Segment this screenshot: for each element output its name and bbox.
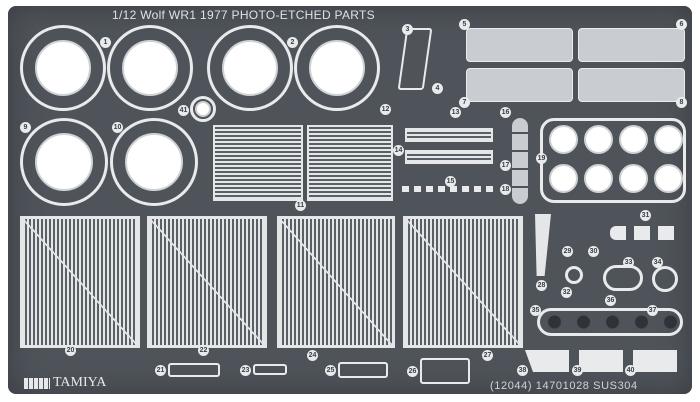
tiny-parts-row xyxy=(402,186,498,192)
part-number-label: 23 xyxy=(240,365,251,376)
part-number-label: 13 xyxy=(450,107,461,118)
tamiya-star-mark xyxy=(24,377,50,389)
part-code: (12044) 14701028 SUS304 xyxy=(490,380,638,392)
disc-frame xyxy=(540,118,686,203)
part-number-label: 38 xyxy=(517,365,528,376)
part-number-label: 2 xyxy=(287,37,298,48)
grille-part xyxy=(307,125,393,201)
part-number-label: 16 xyxy=(500,107,511,118)
small-part xyxy=(253,364,287,375)
part-number-label: 10 xyxy=(112,122,123,133)
tamiya-logo: TAMIYA xyxy=(24,375,106,391)
wheel-ring xyxy=(20,118,108,206)
part-number-label: 5 xyxy=(459,19,470,30)
small-part xyxy=(338,362,388,378)
strip-part xyxy=(405,128,493,142)
part-number-label: 29 xyxy=(562,246,573,257)
part-number-label: 9 xyxy=(20,122,31,133)
part-number-label: 7 xyxy=(459,97,470,108)
wheel-ring xyxy=(294,25,380,111)
part-number-label: 22 xyxy=(198,345,209,356)
part-number-label: 25 xyxy=(325,365,336,376)
wheel-ring xyxy=(107,25,193,111)
plate-part xyxy=(466,68,573,102)
part-number-label: 6 xyxy=(676,19,687,30)
part-number-label: 8 xyxy=(676,97,687,108)
part-number-label: 28 xyxy=(536,280,547,291)
wheel-ring xyxy=(207,25,293,111)
part-number-label: 30 xyxy=(588,246,599,257)
radiator-grille xyxy=(403,216,523,348)
radiator-grille xyxy=(20,216,140,348)
radiator-grille xyxy=(277,216,395,348)
disc-column xyxy=(512,118,528,204)
part-number-label: 14 xyxy=(393,145,404,156)
small-parts-row xyxy=(610,226,680,240)
part-number-label: 35 xyxy=(530,305,541,316)
small-part xyxy=(420,358,470,384)
fret-title: 1/12 Wolf WR1 1977 PHOTO-ETCHED PARTS xyxy=(112,8,375,22)
part-number-label: 37 xyxy=(647,305,658,316)
wheel-ring xyxy=(20,25,106,111)
part-number-label: 39 xyxy=(572,365,583,376)
part-number-label: 1 xyxy=(100,37,111,48)
part-number-label: 3 xyxy=(402,24,413,35)
part-number-label: 20 xyxy=(65,345,76,356)
part-number-label: 27 xyxy=(482,350,493,361)
washer-strip xyxy=(537,308,683,336)
part-number-label: 33 xyxy=(623,257,634,268)
part-number-label: 40 xyxy=(625,365,636,376)
part-number-label: 41 xyxy=(178,105,189,116)
strip-part xyxy=(405,150,493,164)
part-number-label: 4 xyxy=(432,83,443,94)
wheel-ring xyxy=(110,118,198,206)
grille-part xyxy=(213,125,303,201)
part-number-label: 21 xyxy=(155,365,166,376)
part-number-label: 36 xyxy=(605,295,616,306)
part-number-label: 18 xyxy=(500,184,511,195)
part-number-label: 26 xyxy=(407,366,418,377)
part-number-label: 31 xyxy=(640,210,651,221)
plate-part xyxy=(466,28,573,62)
brand-name: TAMIYA xyxy=(53,375,107,390)
part-number-label: 32 xyxy=(561,287,572,298)
part-number-label: 34 xyxy=(652,257,663,268)
small-part xyxy=(603,265,643,291)
part-number-label: 11 xyxy=(295,200,306,211)
part-number-label: 24 xyxy=(307,350,318,361)
part-number-label: 17 xyxy=(500,160,511,171)
part-number-label: 15 xyxy=(445,176,456,187)
small-disc xyxy=(565,266,583,284)
small-disc xyxy=(652,266,678,292)
radiator-grille xyxy=(147,216,267,348)
small-parts-row xyxy=(525,350,685,372)
part-number-label: 12 xyxy=(380,104,391,115)
small-part xyxy=(168,363,220,377)
part-number-label: 19 xyxy=(536,153,547,164)
small-disc xyxy=(190,96,216,122)
plate-part xyxy=(578,28,685,62)
plate-part xyxy=(578,68,685,102)
